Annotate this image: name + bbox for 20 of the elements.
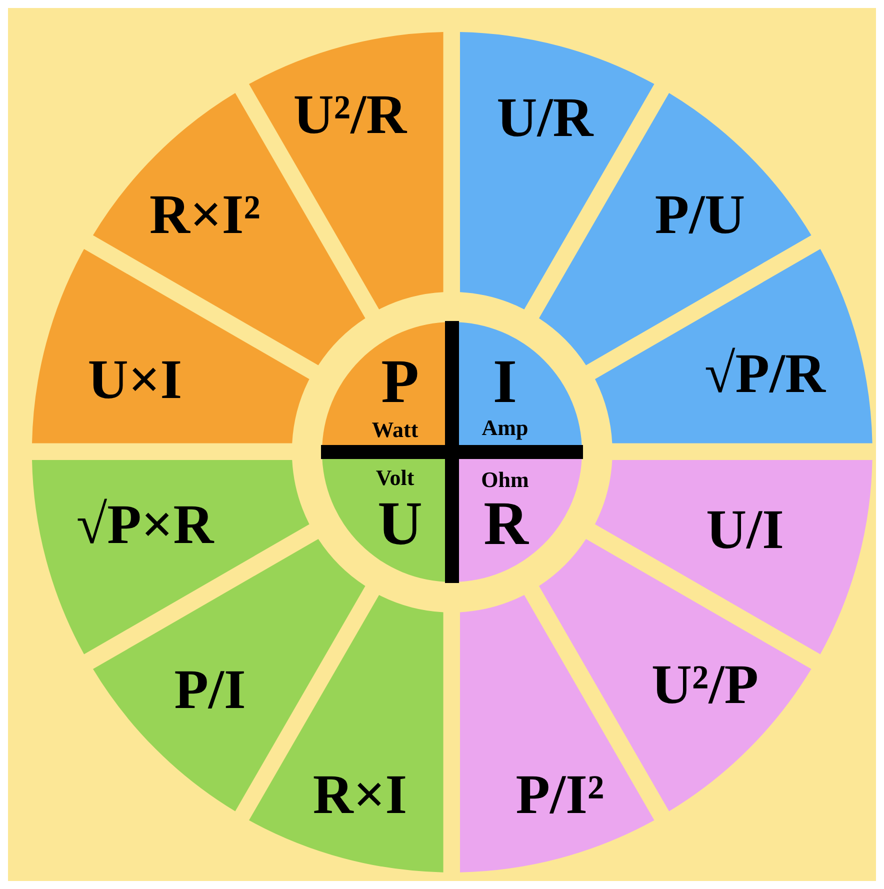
formula-text: R×I²	[150, 186, 260, 243]
unit-label: Volt	[376, 467, 414, 489]
unit-label: Amp	[482, 417, 528, 439]
formula-text: √P×R	[76, 496, 214, 553]
formula-text: U	[378, 493, 422, 555]
formula-text: P/I²	[516, 766, 604, 823]
formula-text: U×I	[88, 352, 182, 408]
unit-label: Watt	[372, 419, 418, 441]
formula-text: P	[381, 351, 419, 413]
formula-text: P/I	[174, 662, 246, 718]
formula-text: I	[492, 351, 518, 413]
formula-text: R	[484, 493, 528, 555]
formula-text: √P/R	[704, 346, 826, 402]
formula-text: U/I	[706, 502, 784, 558]
unit-label: Ohm	[481, 469, 529, 491]
formula-text: U²/P	[651, 656, 758, 713]
formula-text: R×I	[312, 766, 408, 823]
formula-text: P/U	[654, 186, 746, 243]
formula-text: U/R	[496, 90, 594, 146]
formula-text: U²/R	[293, 86, 407, 143]
